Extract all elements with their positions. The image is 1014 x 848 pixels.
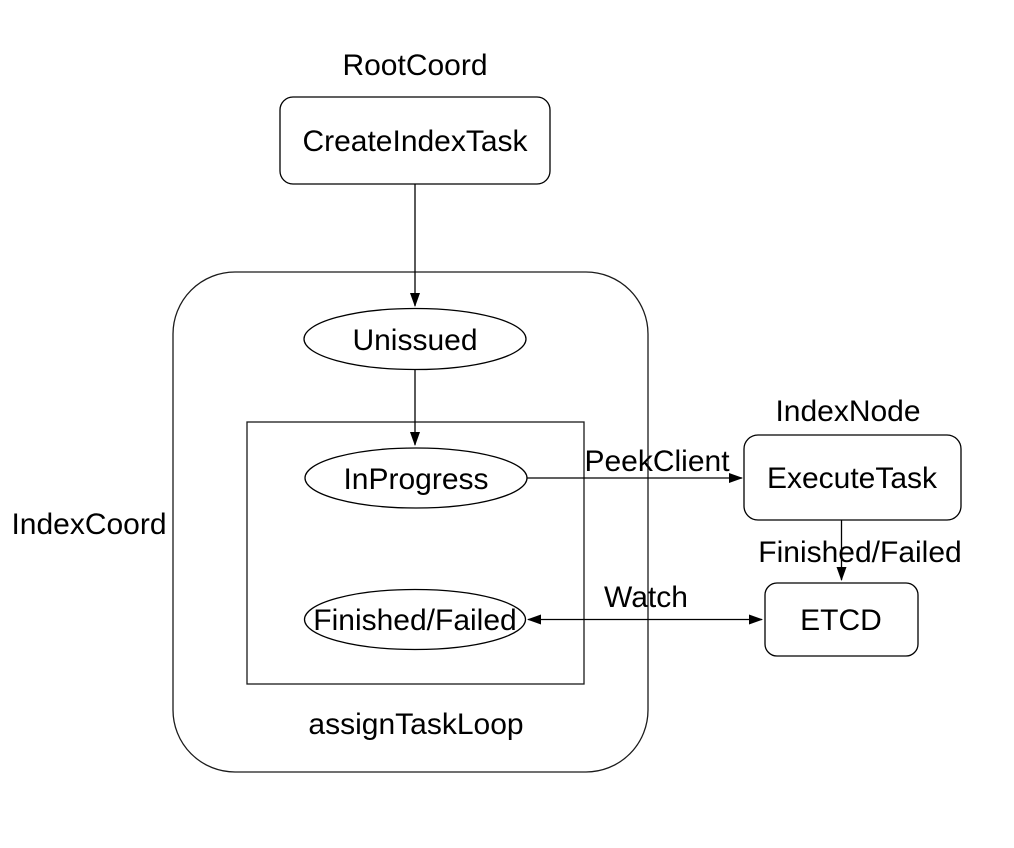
etcd-label: ETCD (800, 604, 882, 637)
assigntaskloop-label: assignTaskLoop (308, 708, 523, 741)
indexcoord-label: IndexCoord (11, 508, 166, 541)
peekclient-edge-label: PeekClient (584, 445, 730, 478)
unissued-label: Unissued (352, 324, 477, 357)
indexnode-label: IndexNode (775, 395, 920, 428)
executetask-label: ExecuteTask (767, 462, 938, 495)
etcd-node (764, 582, 919, 657)
assigntaskloop-container (246, 421, 585, 685)
createindextask-label: CreateIndexTask (302, 125, 528, 158)
executetask-node (743, 434, 962, 521)
finishedfailed-node (303, 588, 527, 651)
rootcoord-label: RootCoord (342, 49, 487, 82)
inprogress-label: InProgress (343, 463, 488, 496)
indexcoord-container (172, 271, 649, 773)
finishedfailed-edge-label: Finished/Failed (758, 536, 961, 569)
finishedfailed-label: Finished/Failed (313, 604, 516, 637)
watch-edge-label: Watch (604, 581, 688, 614)
